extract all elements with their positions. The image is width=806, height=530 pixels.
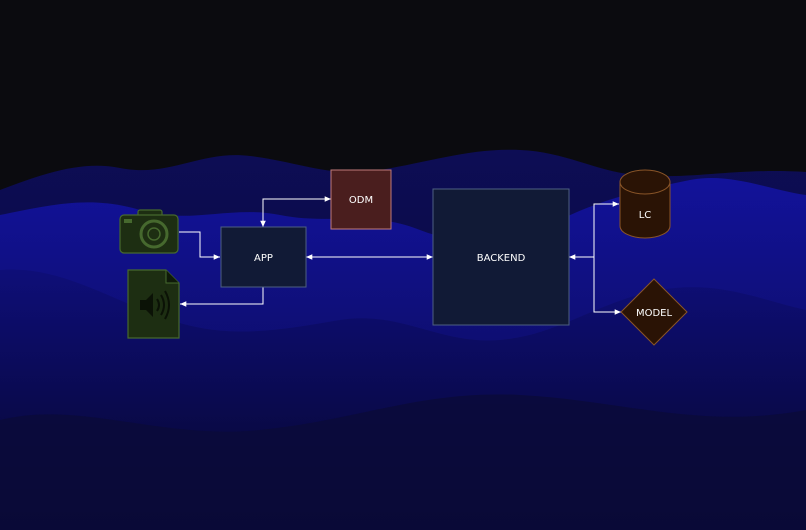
- audio-file-icon: [127, 269, 180, 339]
- model-diamond: [620, 278, 688, 346]
- camera-icon: [119, 209, 179, 254]
- lc-cylinder-top: [619, 169, 671, 195]
- odm-box: [330, 169, 392, 230]
- wave-layer-floor: [0, 394, 806, 530]
- backend-box: [432, 188, 570, 326]
- app-box: [220, 226, 307, 288]
- connectors: [179, 196, 621, 315]
- node-backend[interactable]: BACKEND: [432, 188, 570, 326]
- node-model[interactable]: MODEL: [620, 278, 688, 346]
- lc-cylinder-body: [619, 182, 671, 239]
- backend-label: BACKEND: [477, 253, 526, 264]
- node-lc[interactable]: LC: [619, 169, 671, 239]
- model-label: MODEL: [636, 308, 673, 319]
- edge-backend-model: [593, 257, 621, 315]
- edge-camera-to-app: [179, 231, 220, 260]
- edge-backend-lc: [569, 201, 619, 260]
- odm-label: ODM: [349, 195, 373, 206]
- wave-background: [0, 149, 806, 530]
- app-label: APP: [254, 253, 273, 264]
- node-app[interactable]: APP: [220, 226, 307, 288]
- edge-app-odm: [260, 196, 331, 227]
- lc-label: LC: [639, 210, 652, 221]
- edge-app-to-audio: [180, 287, 264, 307]
- node-odm[interactable]: ODM: [330, 169, 392, 230]
